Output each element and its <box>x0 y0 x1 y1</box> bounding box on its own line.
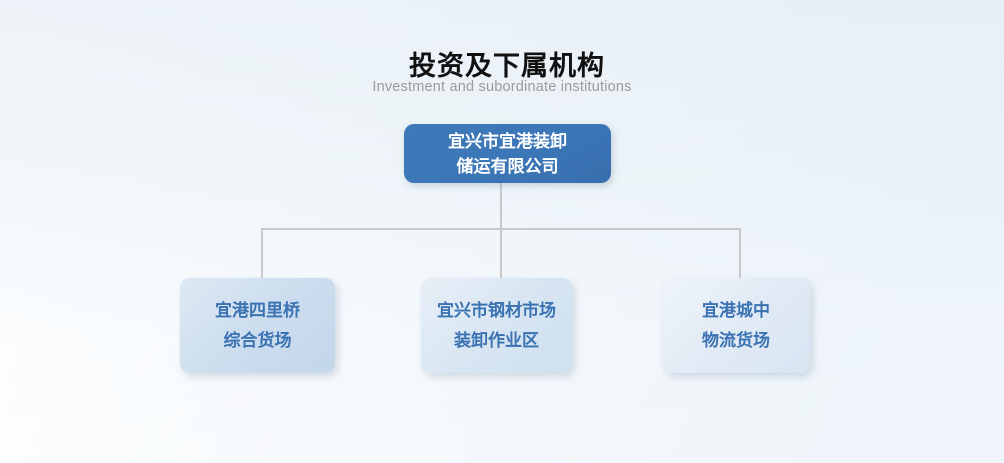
page-subtitle: Investment and subordinate institutions <box>372 79 632 95</box>
page-title: 投资及下属机构 <box>409 51 605 81</box>
org-node-chengzhong-logistics: 宜港城中 物流货场 <box>662 278 810 373</box>
org-node-label-line2: 综合货场 <box>223 330 292 350</box>
connector-root-stem <box>500 183 502 278</box>
org-node-root-label-line2: 储运有限公司 <box>456 156 559 176</box>
connector-horizontal-rail <box>261 228 741 230</box>
org-node-label-line2: 装卸作业区 <box>454 330 539 350</box>
org-node-label-line1: 宜港四里桥 <box>215 300 300 320</box>
connector-drop-right <box>739 228 741 278</box>
connector-drop-left <box>261 228 263 278</box>
org-node-label-line1: 宜港城中 <box>702 300 770 320</box>
org-node-root-label-line1: 宜兴市宜港装卸 <box>448 131 567 151</box>
org-node-silqiao-yard: 宜港四里桥 综合货场 <box>180 278 335 373</box>
org-node-label-line2: 物流货场 <box>702 330 770 350</box>
org-node-label-line1: 宜兴市钢材市场 <box>437 300 556 320</box>
org-node-steel-market-area: 宜兴市钢材市场 装卸作业区 <box>421 278 572 373</box>
org-node-root: 宜兴市宜港装卸 储运有限公司 <box>404 124 611 183</box>
